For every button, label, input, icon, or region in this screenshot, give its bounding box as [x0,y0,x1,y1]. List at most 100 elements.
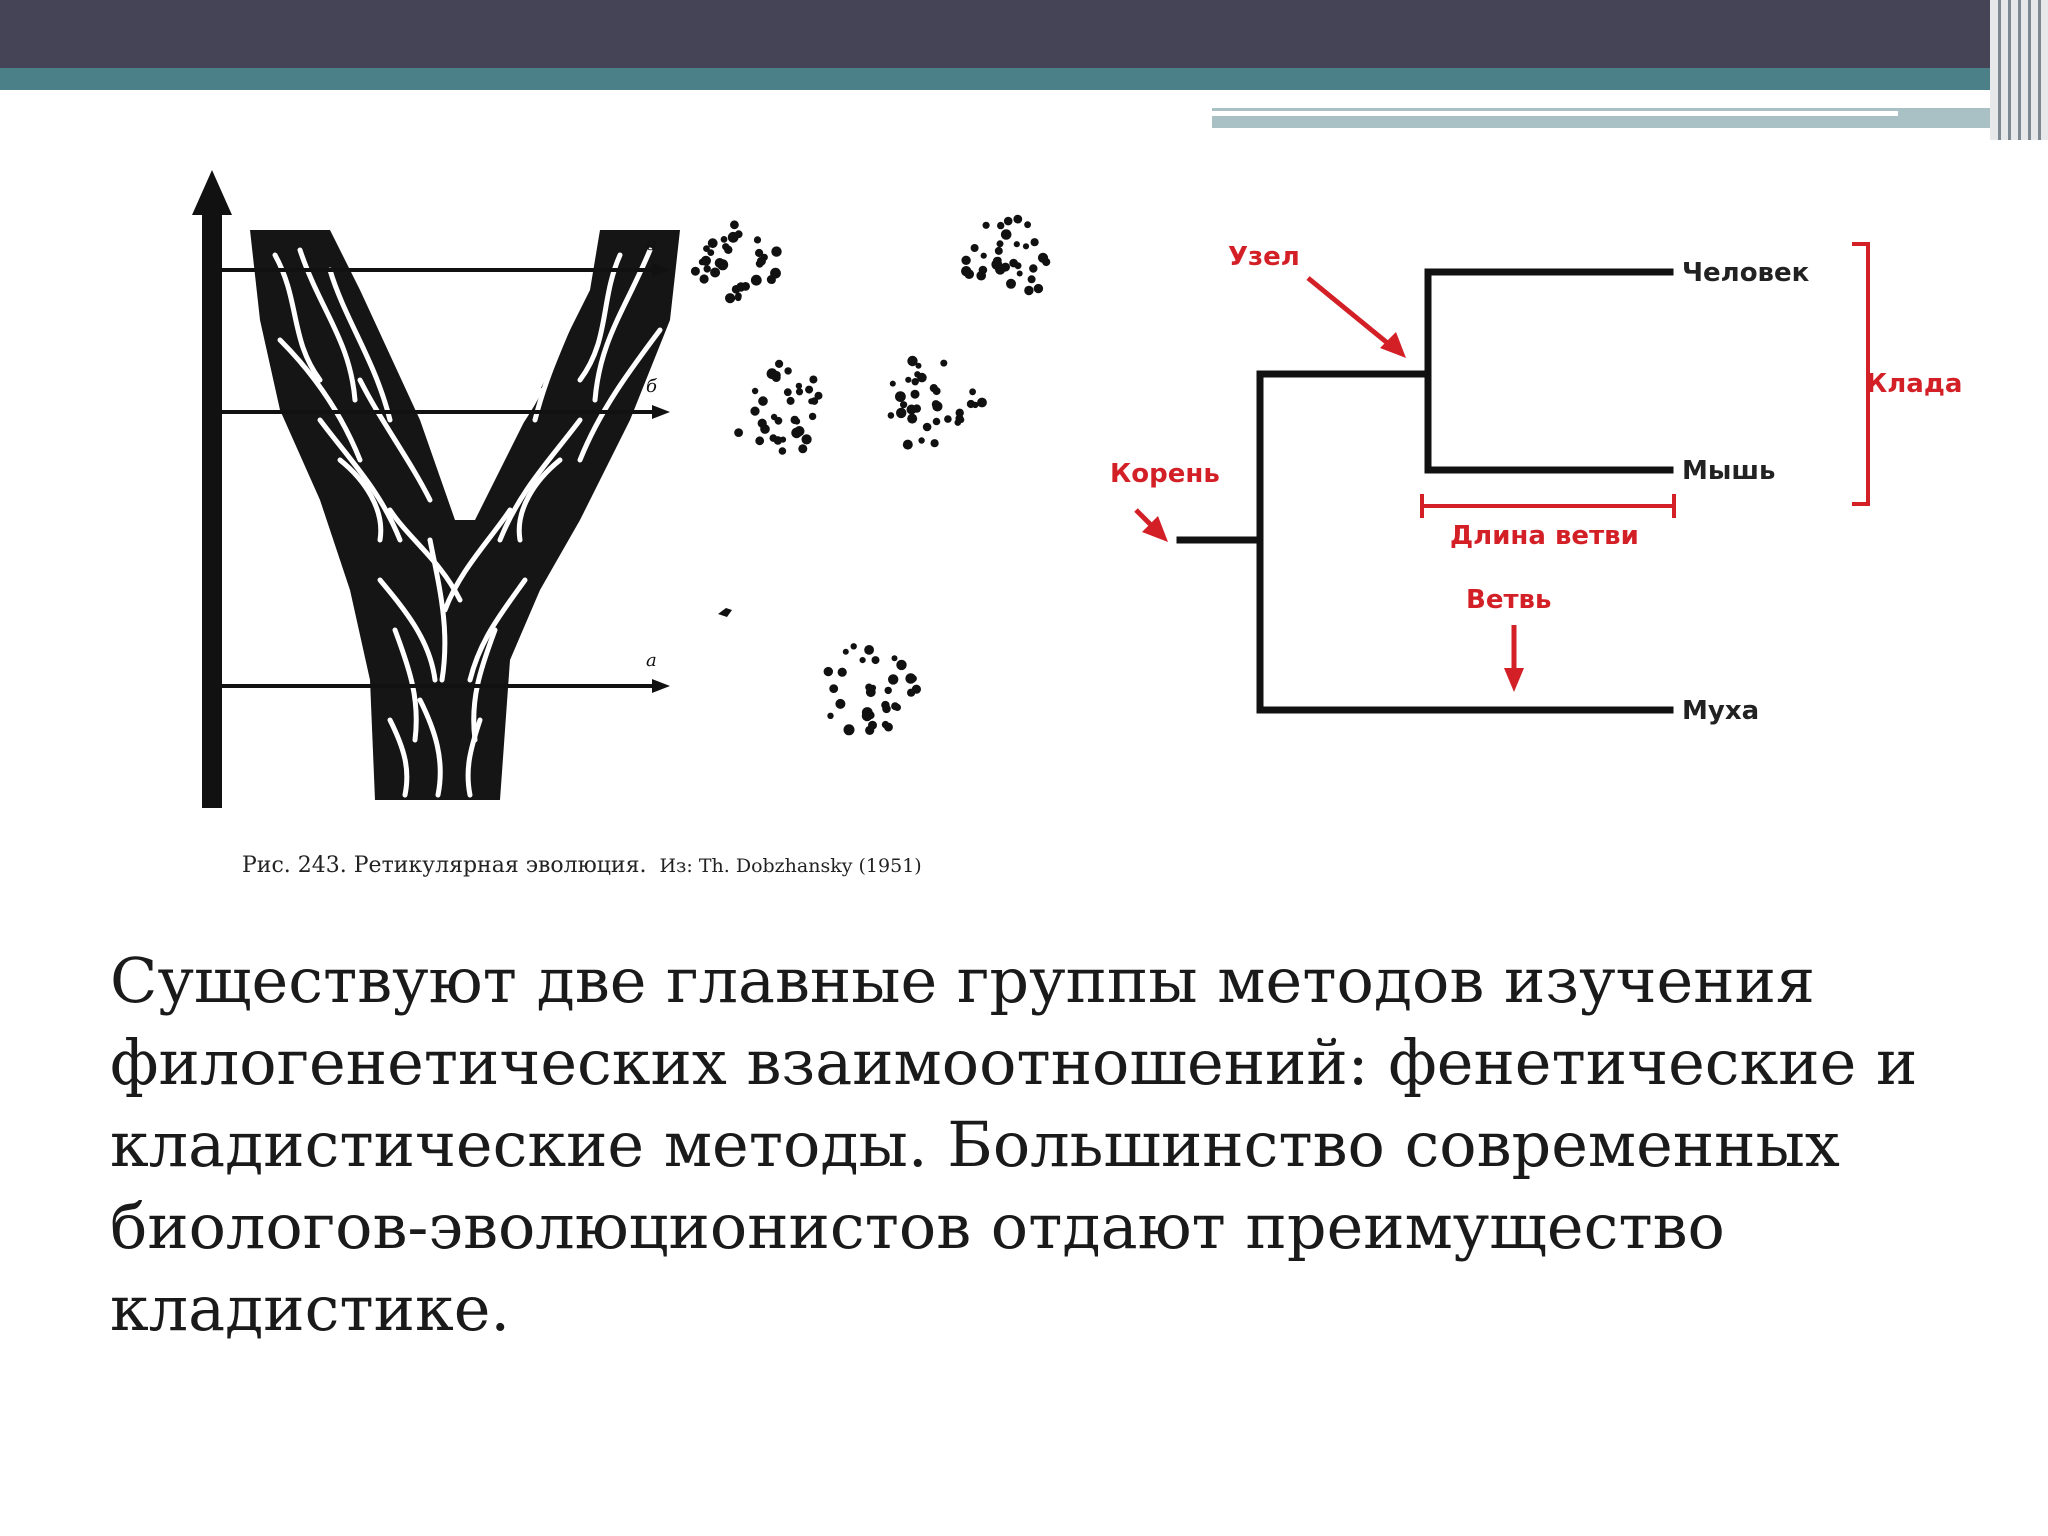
population-dot [994,246,1003,255]
population-dot [931,400,941,409]
population-dot [727,231,739,243]
level-b-arrowhead [652,405,670,419]
population-dot [758,396,768,406]
population-dot [1029,264,1038,273]
population-dot [922,422,932,432]
population-dot [932,387,941,396]
population-dot [769,434,778,442]
population-dot [690,266,700,276]
population-dot [827,712,834,719]
header-right-stripes [1990,0,2048,140]
population-dot [997,221,1005,230]
population-dot [703,245,710,252]
cladogram-figure: Человек Мышь Муха Узел Корень Клада Длин… [1100,220,2000,760]
population-dot [915,362,922,369]
reticular-evolution-svg: в б а Рис. 243. Ретикулярная эволюция. И… [192,170,1051,878]
reticular-evolution-figure: в б а Рис. 243. Ретикулярная эволюция. И… [180,160,1060,900]
population-dot [734,428,743,437]
population-dot [1014,262,1022,270]
population-dot [940,359,948,367]
level-label-a: а [646,650,657,671]
population-dot [893,704,900,711]
population-dot [750,406,760,416]
population-dot [884,686,892,695]
population-dot [843,724,855,736]
population-dot [889,380,896,387]
root-arrow-head [1142,516,1168,542]
label-clade: Клада [1866,369,1962,399]
population-dot [910,389,920,399]
population-dot [736,282,746,292]
population-dot [1016,270,1023,277]
time-axis-shaft [202,212,222,808]
population-dot [1013,214,1023,224]
level-v-arrowhead [652,263,670,277]
population-dot [881,720,890,729]
population-dot [882,704,891,714]
population-dot [964,269,974,279]
level-a-arrowhead [652,679,670,693]
population-dot [917,372,927,383]
population-dot [888,674,899,685]
population-dot [778,447,787,455]
population-dot [768,276,776,284]
population-dot [961,255,971,265]
population-clusters [690,214,1051,736]
slide-header-band [0,0,2048,68]
population-dot [1013,241,1020,248]
population-dot [722,243,730,251]
population-dot [976,270,986,281]
population-dot [891,655,898,662]
taxon-mouse: Мышь [1682,456,1775,486]
reticulate-stem [250,230,680,800]
population-dot [795,382,803,390]
population-dot [1022,243,1030,250]
population-dot [756,256,766,266]
population-dot [809,375,818,384]
label-root: Корень [1110,459,1220,489]
population-dot [842,648,849,655]
population-dot [970,244,979,252]
level-label-v: в [646,234,656,255]
population-dot [887,412,895,419]
population-dot [859,657,866,664]
population-dot [1040,254,1048,262]
population-dot [775,359,784,368]
header-teal-bar [0,68,2010,90]
population-dot [1024,285,1034,296]
population-dot [918,437,925,444]
population-dot [707,249,715,256]
population-dot [801,434,812,445]
population-dot [798,444,808,454]
population-dot [700,255,712,266]
population-dot [734,294,742,302]
population-dot [911,684,922,694]
population-dot [710,267,721,278]
header-white-line [1212,111,1898,116]
population-dot [703,265,711,273]
label-branch-length: Длина ветви [1450,521,1639,551]
population-dot [864,645,874,655]
population-dot [750,274,762,286]
population-dot [977,397,987,408]
population-dot [784,367,792,375]
population-dot [755,436,765,446]
slide-body-text: Существуют две главные группы методов из… [110,944,1918,1345]
branch-arrow-head [1504,668,1524,692]
node-arrow-head [1380,332,1406,358]
population-dot [808,412,817,421]
population-dot [850,643,857,650]
population-dot [779,436,787,443]
population-dot [725,293,736,304]
population-dot [991,259,1003,270]
cladogram-svg: Человек Мышь Муха Узел Корень Клада Длин… [1110,242,1962,726]
population-dot [911,378,919,386]
level-lines [222,268,660,688]
population-dot [1033,283,1044,294]
population-dot [837,667,847,677]
population-dot [865,683,873,692]
population-dot [786,396,795,405]
taxon-fly: Муха [1682,696,1759,726]
population-dot [805,385,814,394]
population-dot [932,417,941,426]
